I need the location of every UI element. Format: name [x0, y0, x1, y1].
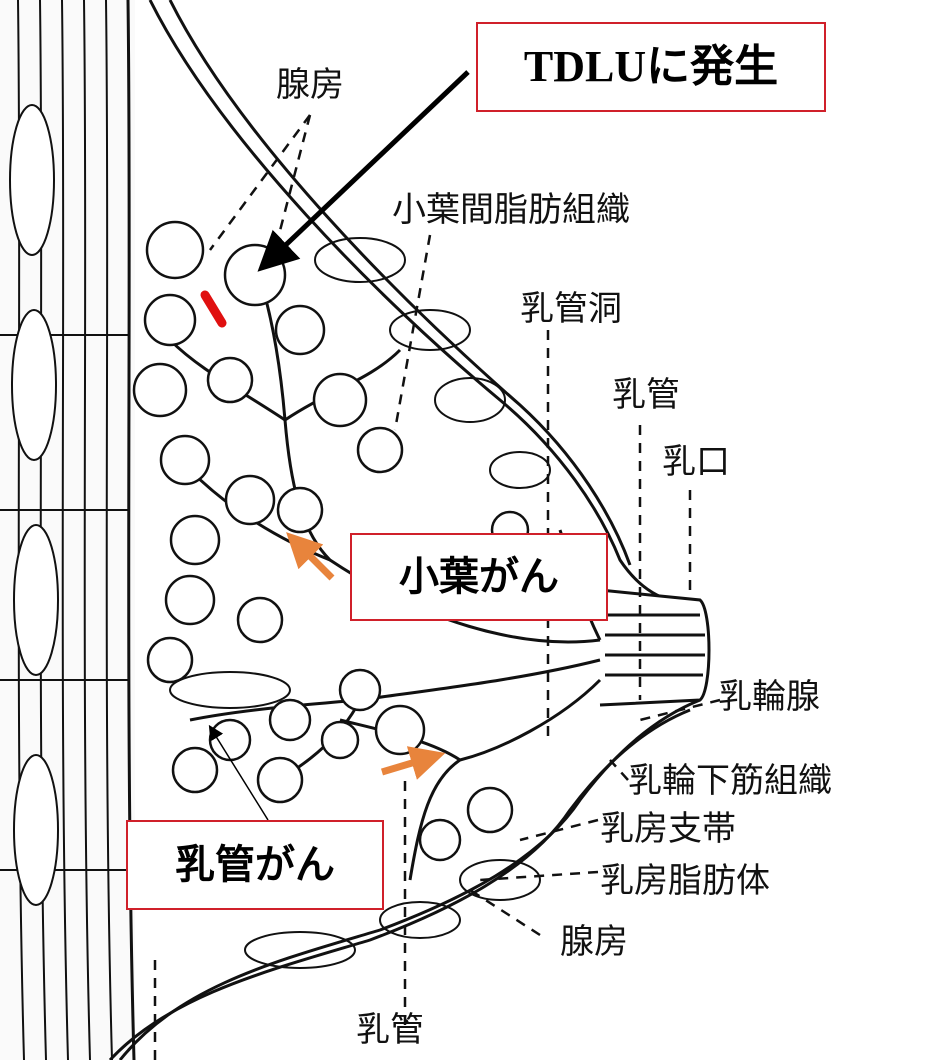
label-interlobular-fat: 小葉間脂肪組織	[392, 190, 630, 230]
rib-2	[11, 309, 57, 461]
lobules	[132, 220, 530, 862]
label-duct-bottom: 乳管	[356, 1010, 424, 1050]
tdlu-red-marker	[200, 290, 227, 328]
callout-tdlu-text: TDLUに発生	[523, 42, 779, 91]
fat-tissue	[169, 237, 551, 969]
tdlu-arrow	[257, 70, 470, 272]
label-acinus-bottom: 腺房	[560, 922, 628, 962]
lobular-orange-arrow	[286, 532, 335, 581]
label-acinus-top: 腺房	[276, 65, 344, 105]
rib-3	[13, 524, 59, 676]
skin-outline	[108, 0, 701, 1060]
label-nipple-orifice: 乳口	[662, 442, 730, 482]
label-mammary-fat: 乳房脂肪体	[600, 861, 770, 901]
label-areolar-gland: 乳輪腺	[718, 677, 820, 717]
label-subareolar-muscle: 乳輪下筋組織	[628, 761, 832, 801]
label-duct-right: 乳管	[612, 375, 680, 415]
rib-4	[13, 754, 59, 906]
ductal-thin-arrow	[208, 724, 269, 821]
callout-ductal-carcinoma: 乳管がん	[126, 820, 384, 910]
callout-tdlu: TDLUに発生	[476, 22, 826, 112]
callout-lobular-carcinoma: 小葉がん	[350, 533, 608, 621]
rib-1	[9, 104, 55, 256]
callout-ductal-text: 乳管がん	[175, 842, 335, 888]
label-suspensory-ligament: 乳房支帯	[600, 809, 736, 849]
callout-lobular-text: 小葉がん	[399, 554, 559, 600]
ductal-orange-arrow	[380, 746, 446, 780]
label-lactiferous-sinus: 乳管洞	[520, 289, 622, 329]
nipple	[599, 588, 711, 707]
chest-wall-muscle	[0, 0, 136, 1060]
